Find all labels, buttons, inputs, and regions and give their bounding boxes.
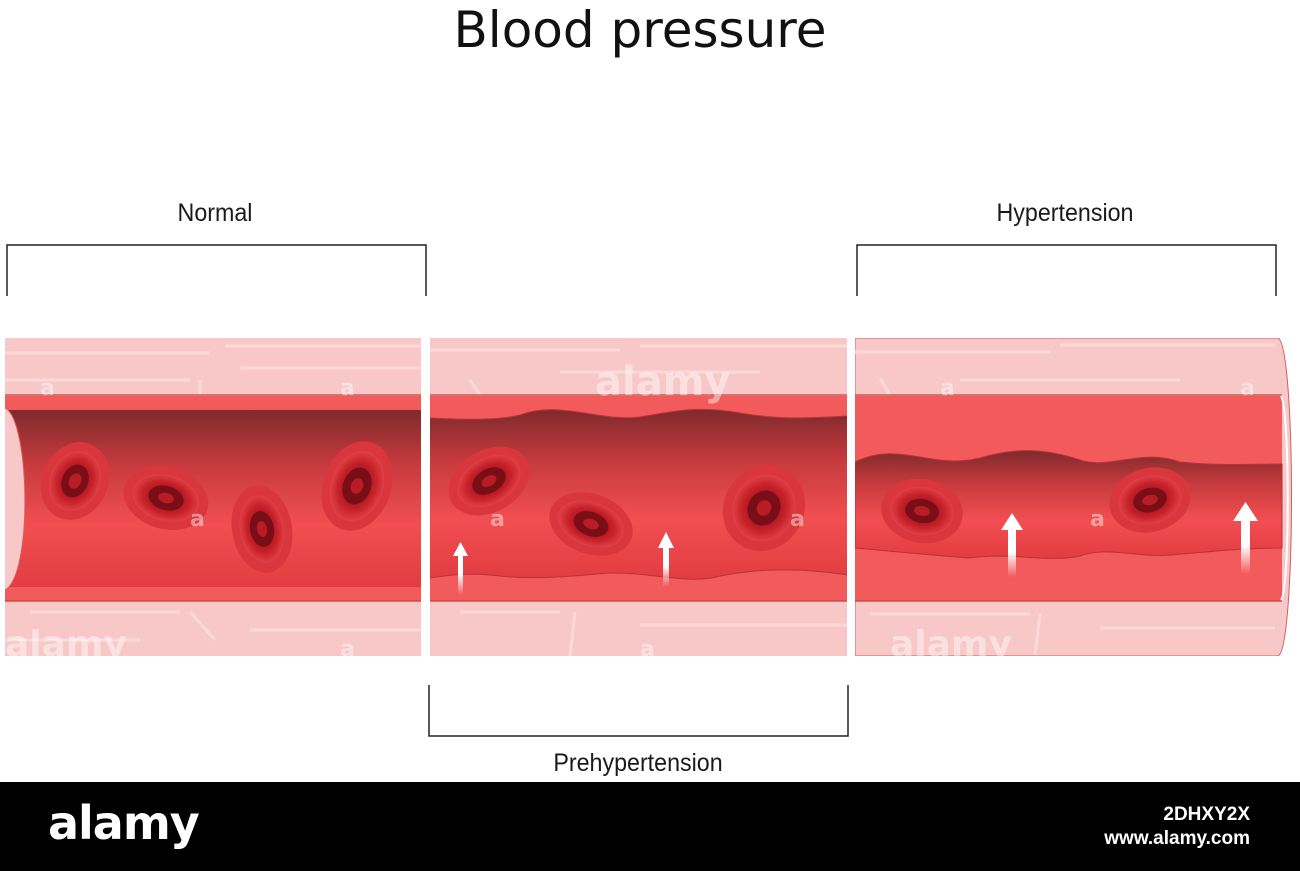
alamy-logo: alamy	[48, 796, 199, 850]
svg-text:a: a	[340, 376, 355, 401]
bracket-normal	[7, 245, 426, 296]
svg-text:a: a	[340, 637, 355, 662]
blood-vessel-diagram: a a a a a a a a a a alamy alamy alamy	[0, 0, 1300, 782]
svg-text:a: a	[490, 507, 505, 532]
svg-text:a: a	[640, 637, 655, 662]
bracket-prehypertension	[429, 685, 848, 736]
svg-text:alamy: alamy	[5, 624, 127, 665]
site-url: www.alamy.com	[1104, 828, 1250, 850]
svg-text:a: a	[1090, 507, 1105, 532]
svg-text:alamy: alamy	[890, 624, 1012, 665]
svg-text:a: a	[790, 507, 805, 532]
svg-text:a: a	[1240, 376, 1255, 401]
svg-text:alamy: alamy	[595, 359, 730, 405]
svg-text:a: a	[190, 507, 205, 532]
watermark-footer: alamy 2DHXY2X www.alamy.com	[0, 782, 1300, 871]
bracket-hypertension	[857, 245, 1276, 296]
svg-text:a: a	[40, 376, 55, 401]
svg-text:a: a	[940, 376, 955, 401]
image-id: 2DHXY2X	[1163, 804, 1250, 826]
